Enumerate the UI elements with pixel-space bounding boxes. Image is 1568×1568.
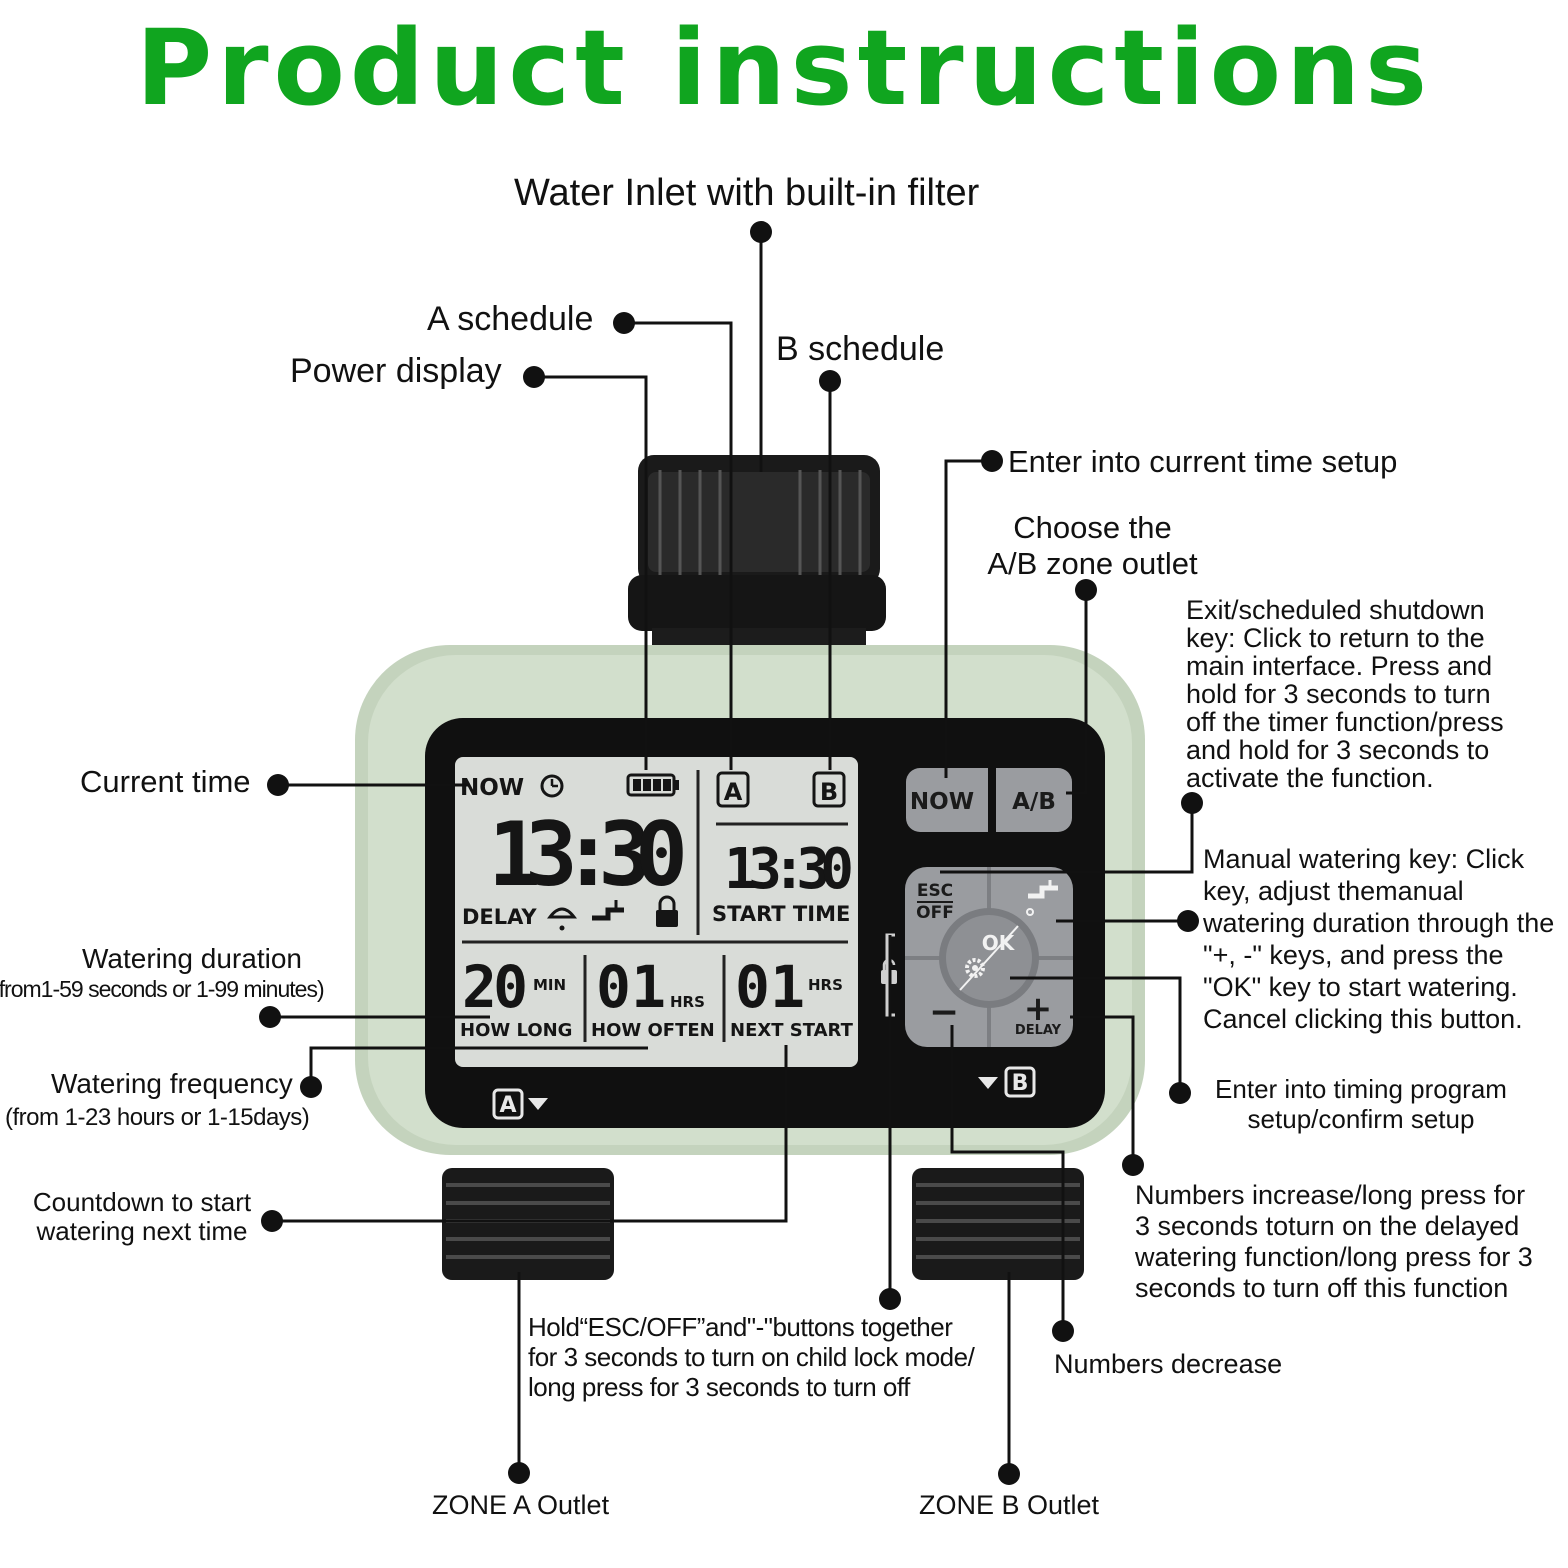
manual-watering-button[interactable] [1026,880,1058,916]
svg-text:A: A [724,778,743,806]
lock-icon [656,895,678,927]
label-current-time-setup: Enter into current time setup [1008,444,1398,479]
label-watering-duration: Watering duration [82,943,302,974]
ab-button[interactable]: A/B [996,768,1072,832]
svg-text:DELAY: DELAY [1015,1023,1062,1038]
lcd-a-badge: A [716,771,750,808]
lcd-delay-label: DELAY [462,905,537,929]
esc-off-button[interactable]: ESC OFF [916,881,954,923]
leader-dots [259,221,1203,1485]
label-numbers-decrease: Numbers decrease [1054,1349,1283,1379]
lcd-how-often-unit: HRS [670,993,705,1011]
label-zone-a: ZONE A Outlet [432,1490,610,1520]
label-b-schedule: B schedule [776,330,945,368]
lcd-start-time-label: START TIME [712,902,850,926]
svg-text:B: B [1012,1071,1029,1096]
label-zone-b: ZONE B Outlet [919,1490,1100,1520]
faucet-icon [592,900,624,921]
svg-text:ESC: ESC [917,881,953,901]
rain-icon [546,907,578,931]
plus-delay-button[interactable]: + DELAY [1015,989,1062,1038]
faucet-icon [1026,880,1058,916]
lcd-now-label: NOW [460,775,524,801]
label-power-display: Power display [290,352,502,390]
label-exit-key: Exit/scheduled shutdown key: Click to re… [1186,595,1504,793]
lcd-screen: NOW 13:30 A B 13:30 START TIME DELAY [455,757,858,1067]
svg-text:A/B: A/B [1012,789,1056,815]
lcd-how-long-unit: MIN [533,976,566,994]
label-countdown: Countdown to start watering next time [32,1187,252,1246]
lcd-next-start-value: 01 [735,953,805,1021]
svg-text:OK: OK [982,931,1016,955]
outlet-a-mark: A [492,1088,548,1120]
lcd-how-often-label: HOW OFTEN [591,1020,715,1041]
zone-a-outlet-thread [442,1168,614,1280]
label-numbers-increase: Numbers increase/long press for 3 second… [1135,1180,1533,1303]
label-timing-program: Enter into timing program setup/confirm … [1215,1074,1507,1134]
label-child-lock: Hold“ESC/OFF”and"-"buttons together for … [528,1312,975,1402]
svg-text:B: B [820,778,838,806]
gear-icon [965,958,985,978]
svg-text:+: + [1024,989,1053,1029]
page-title: Product instructions [135,7,1433,129]
lcd-how-long-label: HOW LONG [460,1020,572,1041]
lcd-next-start-label: NEXT START [730,1020,854,1041]
lcd-how-long-value: 20 [462,953,528,1021]
svg-text:−: − [929,992,959,1033]
lcd-b-badge: B [812,771,846,808]
label-manual-key: Manual watering key: Click key, adjust t… [1203,844,1555,1034]
label-watering-frequency: Watering frequency [51,1068,293,1099]
svg-text:OFF: OFF [916,903,954,923]
water-inlet-cap [628,455,886,658]
now-button[interactable]: NOW [906,768,988,832]
svg-text:A: A [499,1093,516,1118]
label-a-schedule: A schedule [427,300,594,338]
minus-button[interactable]: − [929,992,959,1033]
lcd-current-time: 13:30 [488,803,688,906]
svg-text:NOW: NOW [910,789,974,815]
outlet-b-mark: B [978,1066,1036,1098]
label-watering-duration-range: (from1-59 seconds or 1-99 minutes) [0,976,325,1002]
lcd-start-time-value: 13:30 [724,837,854,902]
label-choose-zone: Choose the A/B zone outlet [987,510,1198,581]
label-water-inlet: Water Inlet with built-in filter [514,172,980,214]
battery-icon [626,773,679,797]
label-watering-frequency-range: (from 1-23 hours or 1-15days) [5,1104,310,1131]
zone-b-outlet-thread [912,1168,1084,1280]
clock-icon [540,774,564,798]
label-current-time: Current time [80,764,251,799]
lcd-next-start-unit: HRS [808,976,843,994]
lcd-how-often-value: 01 [596,953,666,1021]
leader-lines [270,232,1194,1474]
